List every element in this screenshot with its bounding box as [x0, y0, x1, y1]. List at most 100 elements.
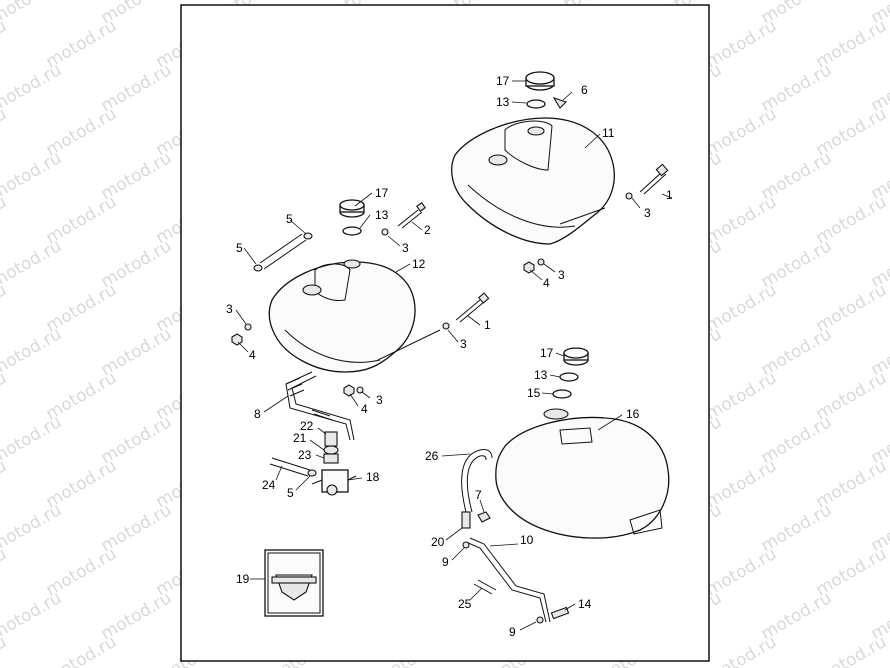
callout-5: 5 — [287, 486, 294, 500]
callout-17: 17 — [375, 186, 389, 200]
callout-3: 3 — [460, 337, 467, 351]
watermark-text: motod.ru — [0, 104, 10, 160]
callout-16: 16 — [626, 407, 640, 421]
callout-3: 3 — [402, 241, 409, 255]
hose-25[interactable] — [473, 579, 497, 595]
callout-13: 13 — [534, 368, 548, 382]
watermark-text: motod.ru — [43, 632, 121, 668]
gasket-13-a[interactable] — [526, 99, 546, 109]
gasket-13-b[interactable] — [342, 226, 362, 236]
fuel-line-8[interactable] — [285, 371, 355, 441]
fuel-line-10[interactable] — [465, 537, 551, 623]
fitting-23[interactable] — [323, 453, 339, 464]
filler-cap-17-b[interactable] — [339, 199, 365, 218]
washer-3-e[interactable] — [244, 323, 252, 331]
callout-24: 24 — [262, 478, 276, 492]
fuel-tank-11[interactable] — [451, 117, 615, 245]
hose-24[interactable] — [269, 457, 311, 477]
callout-14: 14 — [578, 597, 592, 611]
vent-hose-26[interactable] — [461, 449, 493, 513]
fuel-tank-16[interactable] — [495, 408, 670, 539]
nut-4-a[interactable] — [523, 261, 535, 274]
watermark-text: motod.ru — [0, 192, 10, 248]
clamp-9-b[interactable] — [536, 616, 544, 624]
petcock-18[interactable] — [311, 469, 357, 496]
watermark-text: motod.ru — [0, 456, 10, 512]
clamp-9-a[interactable] — [462, 541, 470, 549]
watermark-text: motod.ru — [868, 0, 890, 28]
callout-13: 13 — [375, 208, 389, 222]
watermark-text: motod.ru — [0, 412, 65, 468]
callout-17: 17 — [540, 346, 554, 360]
callout-3: 3 — [558, 268, 565, 282]
clamp-21[interactable] — [323, 445, 339, 455]
callout-4: 4 — [361, 402, 368, 416]
washer-3-b[interactable] — [537, 258, 545, 266]
filler-cap-17-a[interactable] — [525, 71, 555, 91]
callout-8: 8 — [254, 407, 261, 421]
watermark-text: motod.ru — [0, 148, 65, 204]
gasket-15[interactable] — [552, 389, 572, 399]
callout-13: 13 — [496, 95, 510, 109]
watermark-text: motod.ru — [0, 500, 65, 556]
watermark-text: motod.ru — [703, 632, 781, 668]
callout-15: 15 — [527, 386, 541, 400]
callout-21: 21 — [293, 431, 307, 445]
callout-22: 22 — [300, 419, 314, 433]
bar-and-shield-logo-icon — [271, 574, 317, 601]
watermark-text: motod.ru — [0, 16, 10, 72]
fitting-20[interactable] — [461, 511, 471, 529]
callout-18: 18 — [366, 470, 380, 484]
vent-6[interactable] — [552, 97, 568, 109]
filler-cap-17-c[interactable] — [563, 347, 589, 366]
callout-1: 1 — [666, 188, 673, 202]
callout-25: 25 — [458, 597, 472, 611]
callout-23: 23 — [298, 448, 312, 462]
clip-7[interactable] — [477, 511, 491, 523]
callout-10: 10 — [520, 533, 534, 547]
washer-3-a[interactable] — [625, 192, 633, 200]
crossover-hose-5-a[interactable] — [253, 232, 313, 272]
watermark-text: motod.ru — [0, 324, 65, 380]
watermark-text: motod.ru — [0, 632, 10, 668]
washer-3-f[interactable] — [356, 386, 364, 394]
washer-3-c[interactable] — [381, 228, 389, 236]
watermark-text: motod.ru — [0, 368, 10, 424]
gasket-13-c[interactable] — [559, 372, 579, 382]
fitting-14[interactable] — [550, 606, 570, 620]
watermark-text: motod.ru — [0, 0, 65, 28]
callout-1: 1 — [484, 318, 491, 332]
callout-4: 4 — [249, 348, 256, 362]
callout-9: 9 — [442, 555, 449, 569]
bolt-2[interactable] — [397, 202, 426, 229]
washer-3-d[interactable] — [442, 322, 450, 330]
callout-3: 3 — [644, 206, 651, 220]
watermark-text: motod.ru — [813, 632, 890, 668]
watermark-text: motod.ru — [0, 60, 65, 116]
clamp-5-c[interactable] — [307, 469, 317, 477]
service-manual-19[interactable] — [264, 549, 324, 617]
callout-17: 17 — [496, 74, 510, 88]
watermark-text: motod.ru — [0, 544, 10, 600]
callout-5: 5 — [236, 241, 243, 255]
callout-4: 4 — [543, 276, 550, 290]
watermark-text: motod.ru — [0, 236, 65, 292]
nut-4-b[interactable] — [231, 333, 243, 346]
bolt-1-a[interactable] — [639, 163, 669, 195]
fuel-tank-12[interactable] — [268, 259, 441, 373]
leader-lines — [235, 80, 673, 631]
callout-20: 20 — [431, 535, 445, 549]
callout-labels: 17 13 6 11 1 3 3 4 17 13 2 3 12 1 3 5 5 … — [226, 74, 673, 639]
callout-11: 11 — [602, 126, 615, 140]
callout-19: 19 — [236, 572, 250, 586]
hose-22[interactable] — [324, 431, 338, 447]
nut-4-c[interactable] — [343, 384, 355, 397]
watermark-text: motod.ru — [0, 588, 65, 644]
callout-12: 12 — [412, 257, 426, 271]
callout-26: 26 — [425, 449, 439, 463]
callout-6: 6 — [581, 83, 588, 97]
watermark-text: motod.ru — [0, 280, 10, 336]
callout-9: 9 — [509, 625, 516, 639]
bolt-1-b[interactable] — [455, 292, 490, 323]
